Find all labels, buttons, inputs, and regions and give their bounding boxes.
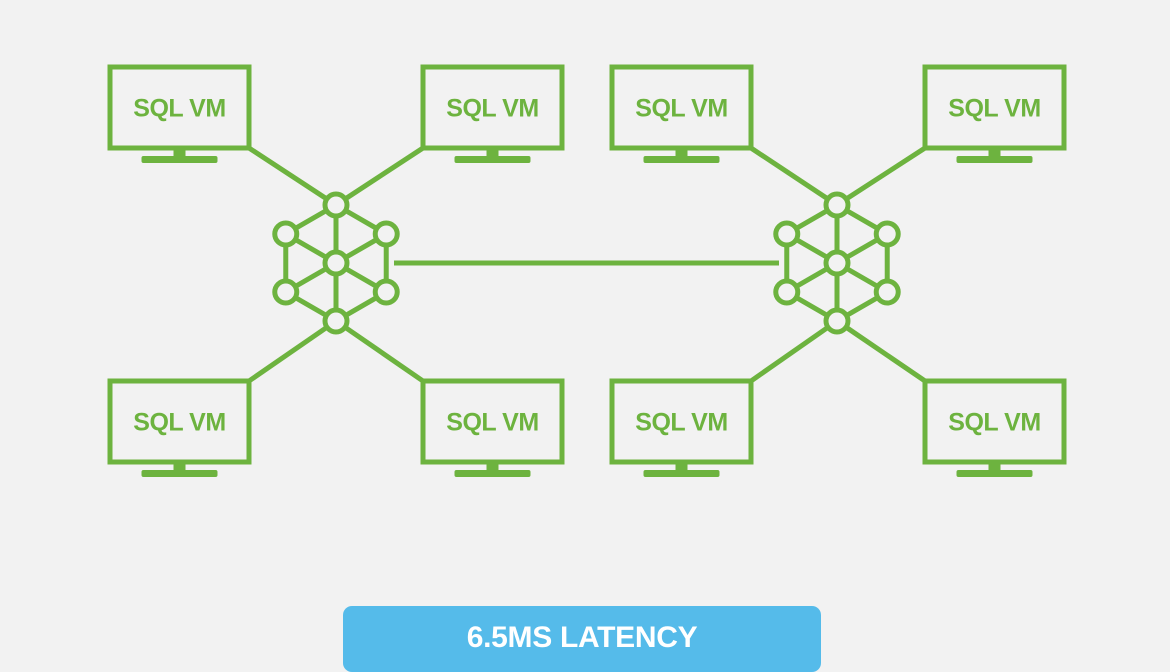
- sql-vm-label: SQL VM: [948, 95, 1040, 123]
- cluster-2: SQL VM SQL VM SQL VM SQL VM: [609, 64, 1067, 477]
- sql-vm-label: SQL VM: [446, 409, 538, 437]
- hub-node: [372, 278, 400, 306]
- monitor-neck: [486, 148, 499, 157]
- hub-node: [773, 278, 801, 306]
- monitor-icon: SQL VM: [609, 64, 754, 163]
- monitor-icon: SQL VM: [107, 378, 252, 477]
- monitor-stand: [956, 470, 1033, 477]
- hub-node: [322, 249, 350, 277]
- hub-node: [322, 191, 350, 219]
- hub-node: [322, 307, 350, 335]
- monitor-icon: SQL VM: [107, 64, 252, 163]
- vm-connector: [247, 318, 338, 384]
- sql-vm-label: SQL VM: [635, 409, 727, 437]
- hub-node: [873, 278, 901, 306]
- network-hub-icon: [272, 191, 400, 335]
- monitor-icon: SQL VM: [420, 378, 565, 477]
- monitor-stand: [141, 156, 218, 163]
- sql-vm-label: SQL VM: [948, 409, 1040, 437]
- hub-node: [272, 278, 300, 306]
- cluster-1: SQL VM SQL VM SQL VM SQL VM: [107, 64, 565, 477]
- monitor-neck: [675, 148, 688, 157]
- monitor-stand: [141, 470, 218, 477]
- latency-label: 6.5MS LATENCY: [466, 621, 698, 654]
- latency-badge: 6.5MS LATENCY: [343, 606, 821, 672]
- monitor-stand: [454, 470, 531, 477]
- sql-vm-label: SQL VM: [133, 409, 225, 437]
- monitor-stand: [956, 156, 1033, 163]
- vm-connector: [749, 318, 839, 384]
- monitor-neck: [988, 148, 1001, 157]
- monitor-icon: SQL VM: [922, 378, 1067, 477]
- hub-node: [773, 220, 801, 248]
- vm-connector: [334, 318, 425, 384]
- vm-connector: [749, 145, 839, 208]
- hub-node: [873, 220, 901, 248]
- network-hub-icon: [773, 191, 901, 335]
- monitor-stand: [643, 470, 720, 477]
- hub-node: [823, 191, 851, 219]
- monitor-icon: SQL VM: [922, 64, 1067, 163]
- vm-connector: [835, 318, 927, 384]
- hub-node: [272, 220, 300, 248]
- hub-node: [823, 307, 851, 335]
- sql-vm-label: SQL VM: [635, 95, 727, 123]
- sql-vm-label: SQL VM: [133, 95, 225, 123]
- vm-connector: [835, 145, 927, 208]
- hub-node: [823, 249, 851, 277]
- sql-vm-label: SQL VM: [446, 95, 538, 123]
- monitor-neck: [486, 462, 499, 471]
- monitor-neck: [173, 148, 186, 157]
- hub-node: [372, 220, 400, 248]
- monitor-stand: [454, 156, 531, 163]
- vm-connector: [334, 145, 425, 208]
- monitor-icon: SQL VM: [420, 64, 565, 163]
- monitor-neck: [675, 462, 688, 471]
- monitor-stand: [643, 156, 720, 163]
- monitor-neck: [988, 462, 1001, 471]
- monitor-icon: SQL VM: [609, 378, 754, 477]
- monitor-neck: [173, 462, 186, 471]
- vm-connector: [247, 145, 338, 208]
